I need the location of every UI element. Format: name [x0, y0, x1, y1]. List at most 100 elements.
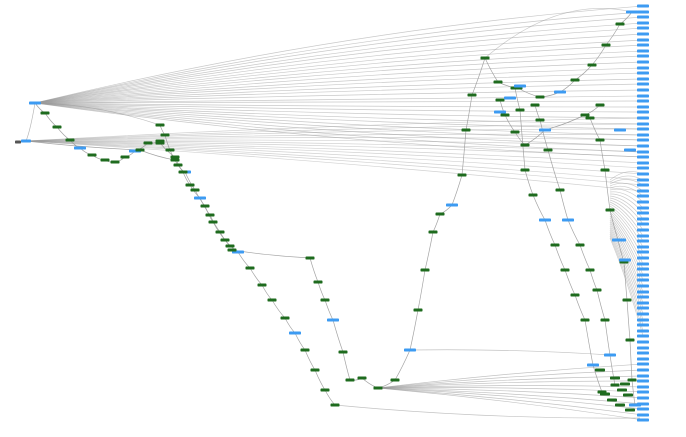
graph-node[interactable]: [610, 376, 620, 380]
graph-node[interactable]: [208, 220, 218, 224]
graph-node-blue[interactable]: [637, 222, 649, 226]
graph-node[interactable]: [520, 143, 530, 147]
graph-node-blue[interactable]: [637, 10, 649, 14]
graph-node-blue[interactable]: [637, 334, 649, 338]
graph-node-blue[interactable]: [404, 348, 416, 352]
graph-node[interactable]: [330, 403, 340, 407]
graph-node-blue[interactable]: [74, 146, 86, 150]
graph-node-blue[interactable]: [637, 228, 649, 232]
graph-node-blue[interactable]: [637, 32, 649, 36]
graph-node[interactable]: [601, 43, 611, 47]
graph-node-blue[interactable]: [637, 26, 649, 30]
graph-node-blue[interactable]: [504, 96, 516, 100]
graph-node-blue[interactable]: [637, 323, 649, 327]
graph-node[interactable]: [560, 268, 570, 272]
graph-node[interactable]: [600, 318, 610, 322]
graph-node[interactable]: [580, 318, 590, 322]
graph-node-blue[interactable]: [637, 329, 649, 333]
graph-node-blue[interactable]: [637, 49, 649, 53]
graph-node-blue[interactable]: [637, 200, 649, 204]
graph-node[interactable]: [305, 256, 315, 260]
graph-node[interactable]: [320, 298, 330, 302]
graph-node-blue[interactable]: [637, 278, 649, 282]
graph-node[interactable]: [520, 168, 530, 172]
graph-node[interactable]: [617, 388, 627, 392]
graph-node-blue[interactable]: [637, 284, 649, 288]
graph-node[interactable]: [300, 348, 310, 352]
graph-node-blue[interactable]: [637, 172, 649, 176]
graph-node-blue[interactable]: [637, 105, 649, 109]
graph-node[interactable]: [500, 113, 510, 117]
graph-node[interactable]: [120, 155, 130, 159]
graph-node-blue[interactable]: [637, 407, 649, 411]
graph-node-blue[interactable]: [637, 256, 649, 260]
graph-node[interactable]: [110, 160, 120, 164]
graph-node[interactable]: [215, 230, 225, 234]
graph-node-blue[interactable]: [637, 15, 649, 19]
graph-node[interactable]: [457, 173, 467, 177]
graph-node-blue[interactable]: [637, 217, 649, 221]
graph-node[interactable]: [100, 158, 110, 162]
graph-node[interactable]: [65, 138, 75, 142]
graph-node[interactable]: [170, 158, 180, 162]
graph-node[interactable]: [155, 123, 165, 127]
graph-node[interactable]: [345, 378, 355, 382]
graph-node-blue[interactable]: [637, 54, 649, 58]
graph-node-blue[interactable]: [637, 21, 649, 25]
graph-node-blue[interactable]: [446, 203, 458, 207]
graph-node-blue[interactable]: [637, 262, 649, 266]
graph-node[interactable]: [625, 338, 635, 342]
graph-node-blue[interactable]: [637, 295, 649, 299]
graph-node[interactable]: [600, 168, 610, 172]
graph-node[interactable]: [155, 141, 165, 145]
graph-node[interactable]: [543, 148, 553, 152]
graph-node-blue[interactable]: [637, 88, 649, 92]
graph-node[interactable]: [257, 283, 267, 287]
graph-node-blue[interactable]: [494, 110, 506, 114]
graph-node-blue[interactable]: [619, 258, 631, 262]
graph-node-blue[interactable]: [637, 122, 649, 126]
graph-node-blue[interactable]: [637, 82, 649, 86]
graph-node-blue[interactable]: [554, 90, 566, 94]
graph-node-blue[interactable]: [614, 128, 626, 132]
graph-node[interactable]: [435, 212, 445, 216]
graph-node[interactable]: [535, 95, 545, 99]
graph-node-blue[interactable]: [637, 133, 649, 137]
graph-node[interactable]: [200, 204, 210, 208]
graph-node-blue[interactable]: [587, 363, 599, 367]
graph-node-blue[interactable]: [637, 385, 649, 389]
graph-node-blue[interactable]: [637, 245, 649, 249]
graph-node[interactable]: [595, 138, 605, 142]
graph-node-blue[interactable]: [21, 139, 31, 143]
graph-node-blue[interactable]: [637, 166, 649, 170]
graph-node-blue[interactable]: [637, 250, 649, 254]
graph-node-blue[interactable]: [637, 290, 649, 294]
graph-node-blue[interactable]: [637, 161, 649, 165]
graph-node-blue[interactable]: [637, 155, 649, 159]
graph-node-blue[interactable]: [637, 312, 649, 316]
graph-node-blue[interactable]: [637, 60, 649, 64]
graph-node-blue[interactable]: [289, 331, 301, 335]
graph-node-blue[interactable]: [637, 273, 649, 277]
graph-node[interactable]: [413, 308, 423, 312]
graph-node[interactable]: [555, 188, 565, 192]
graph-node[interactable]: [620, 382, 630, 386]
graph-node-blue[interactable]: [637, 144, 649, 148]
graph-node[interactable]: [615, 22, 625, 26]
graph-node[interactable]: [40, 111, 50, 115]
graph-node[interactable]: [227, 248, 237, 252]
graph-node-blue[interactable]: [637, 340, 649, 344]
graph-node[interactable]: [600, 392, 610, 396]
graph-node[interactable]: [185, 183, 195, 187]
graph-node[interactable]: [135, 148, 145, 152]
graph-node-blue[interactable]: [637, 239, 649, 243]
graph-node[interactable]: [205, 213, 215, 217]
graph-node[interactable]: [595, 103, 605, 107]
graph-node-blue[interactable]: [637, 351, 649, 355]
graph-node-blue[interactable]: [637, 43, 649, 47]
graph-node-blue[interactable]: [637, 150, 649, 154]
graph-node[interactable]: [178, 170, 188, 174]
graph-node[interactable]: [585, 268, 595, 272]
graph-node-blue[interactable]: [637, 38, 649, 42]
graph-node[interactable]: [607, 398, 617, 402]
